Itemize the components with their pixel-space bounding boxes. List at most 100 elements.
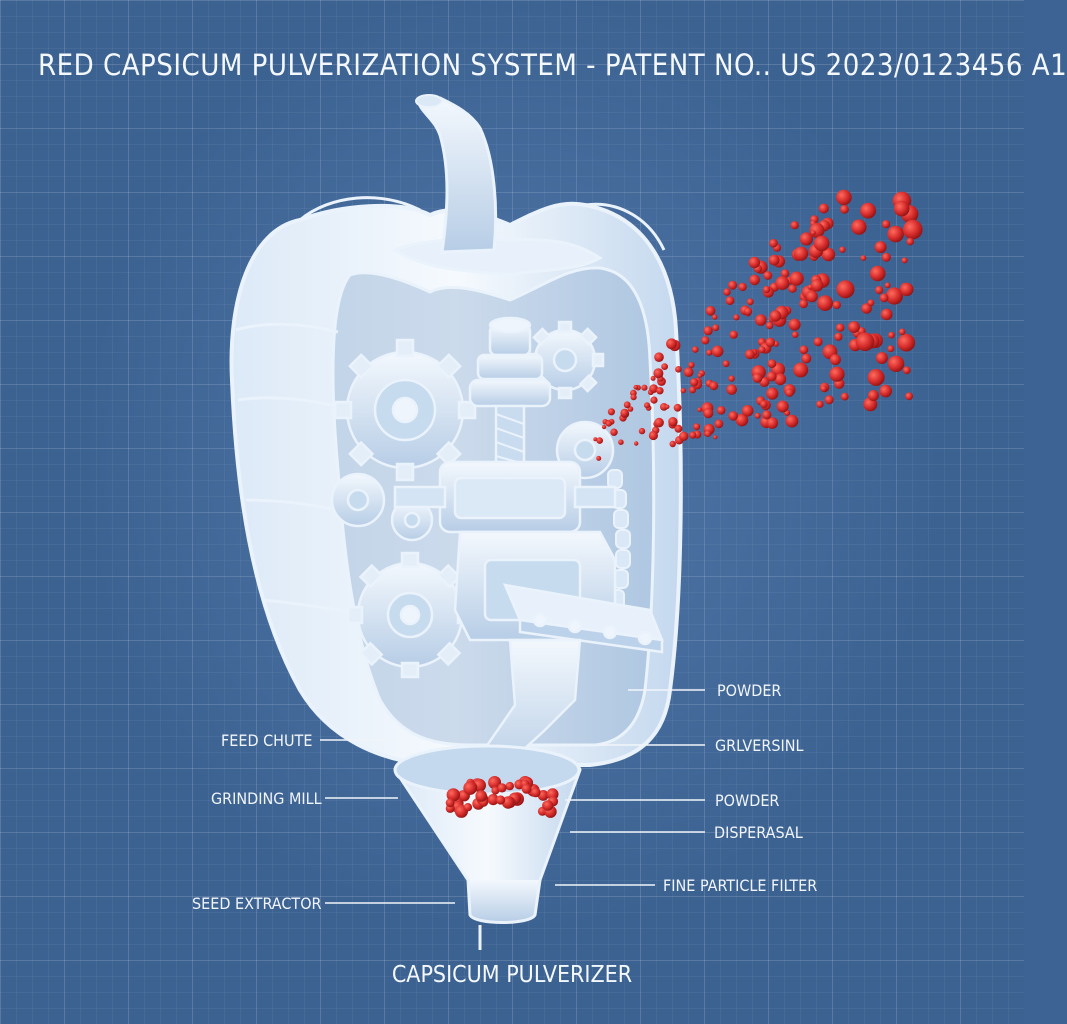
red-particle: [749, 274, 760, 286]
red-particle: [769, 238, 778, 248]
red-particle: [714, 419, 724, 429]
page-title: RED CAPSICUM PULVERIZATION SYSTEM - PATE…: [38, 48, 1067, 82]
red-particle: [810, 279, 824, 292]
red-particle: [701, 336, 710, 345]
red-particle: [789, 271, 804, 286]
red-particle: [605, 420, 612, 427]
red-particle: [689, 386, 697, 394]
red-particle: [712, 324, 720, 332]
red-particle: [728, 280, 738, 290]
red-particle: [521, 783, 532, 794]
red-particle: [888, 331, 895, 339]
red-particle: [879, 293, 889, 303]
red-particle: [638, 427, 646, 435]
red-particle: [723, 288, 731, 296]
red-particle: [463, 781, 477, 795]
red-particle: [703, 408, 714, 419]
red-particle: [788, 318, 801, 331]
red-particle: [832, 300, 841, 310]
red-particle: [860, 202, 876, 219]
red-particle: [725, 296, 735, 306]
red-particle: [650, 396, 658, 404]
red-particle: [813, 337, 823, 347]
red-particle: [818, 203, 829, 214]
red-particle: [810, 230, 816, 236]
red-particle: [780, 269, 790, 278]
red-particle: [475, 790, 488, 802]
red-particle: [445, 798, 455, 808]
red-particle: [497, 783, 507, 793]
red-particle: [689, 431, 697, 439]
red-particle: [860, 255, 867, 261]
red-particle: [744, 307, 753, 316]
red-particle: [666, 338, 677, 350]
red-particle: [704, 430, 712, 437]
red-particle: [491, 786, 500, 795]
red-particle: [530, 787, 541, 798]
red-particle: [885, 287, 904, 305]
red-particle: [620, 408, 629, 418]
particle-spray-icon: [445, 189, 923, 818]
red-particle: [733, 314, 740, 321]
red-particle: [801, 353, 812, 364]
red-particle: [754, 412, 761, 419]
red-particle: [791, 331, 799, 339]
red-particle: [897, 333, 916, 352]
label-grlversinl: GRLVERSINL: [715, 736, 804, 755]
red-particle: [752, 373, 763, 383]
red-particle: [766, 371, 777, 382]
red-particle: [729, 330, 738, 339]
red-particle: [680, 387, 686, 394]
red-particle: [887, 225, 904, 243]
red-particle: [716, 406, 726, 415]
red-particle: [874, 241, 887, 254]
red-particle: [903, 219, 923, 240]
red-particle: [653, 368, 664, 379]
red-particle: [741, 405, 754, 417]
red-particle: [887, 355, 905, 372]
red-particle: [766, 321, 774, 330]
funnel-icon: [393, 744, 582, 950]
red-particle: [618, 439, 624, 446]
label-fine-particle-filter: FINE PARTICLE FILTER: [663, 876, 818, 895]
red-particle: [596, 455, 602, 461]
red-particle: [820, 385, 828, 392]
red-particle: [709, 381, 719, 391]
red-particle: [816, 400, 824, 408]
red-particle: [867, 369, 885, 386]
red-particle: [766, 387, 779, 400]
red-particle: [875, 286, 884, 295]
red-particle: [648, 430, 659, 441]
red-particle: [738, 282, 747, 292]
red-particle: [799, 345, 809, 355]
red-particle: [693, 423, 701, 431]
red-particle: [674, 424, 683, 433]
red-particle: [824, 395, 834, 405]
red-particle: [794, 246, 809, 261]
red-particle: [641, 384, 648, 391]
label-powder-upper: POWDER: [717, 681, 782, 700]
red-particle: [728, 411, 738, 421]
red-particle: [758, 346, 766, 354]
red-particle: [596, 437, 603, 444]
red-particle: [839, 246, 846, 253]
red-particle: [722, 360, 730, 368]
red-particle: [788, 284, 797, 293]
red-particle: [840, 392, 849, 401]
label-seed-extractor: SEED EXTRACTOR: [192, 894, 322, 913]
red-particle: [692, 346, 699, 353]
red-particle: [884, 282, 891, 289]
red-particle: [834, 332, 843, 341]
red-particle: [836, 323, 845, 332]
red-particle: [654, 352, 664, 363]
red-particle: [673, 403, 682, 412]
red-particle: [905, 392, 913, 401]
red-particle: [668, 417, 678, 427]
red-particle: [755, 314, 767, 326]
red-particle: [496, 795, 506, 805]
label-grinding-mill: GRINDING MILL: [211, 789, 322, 808]
red-particle: [765, 337, 776, 348]
red-particle: [688, 361, 695, 369]
red-particle: [906, 237, 914, 246]
